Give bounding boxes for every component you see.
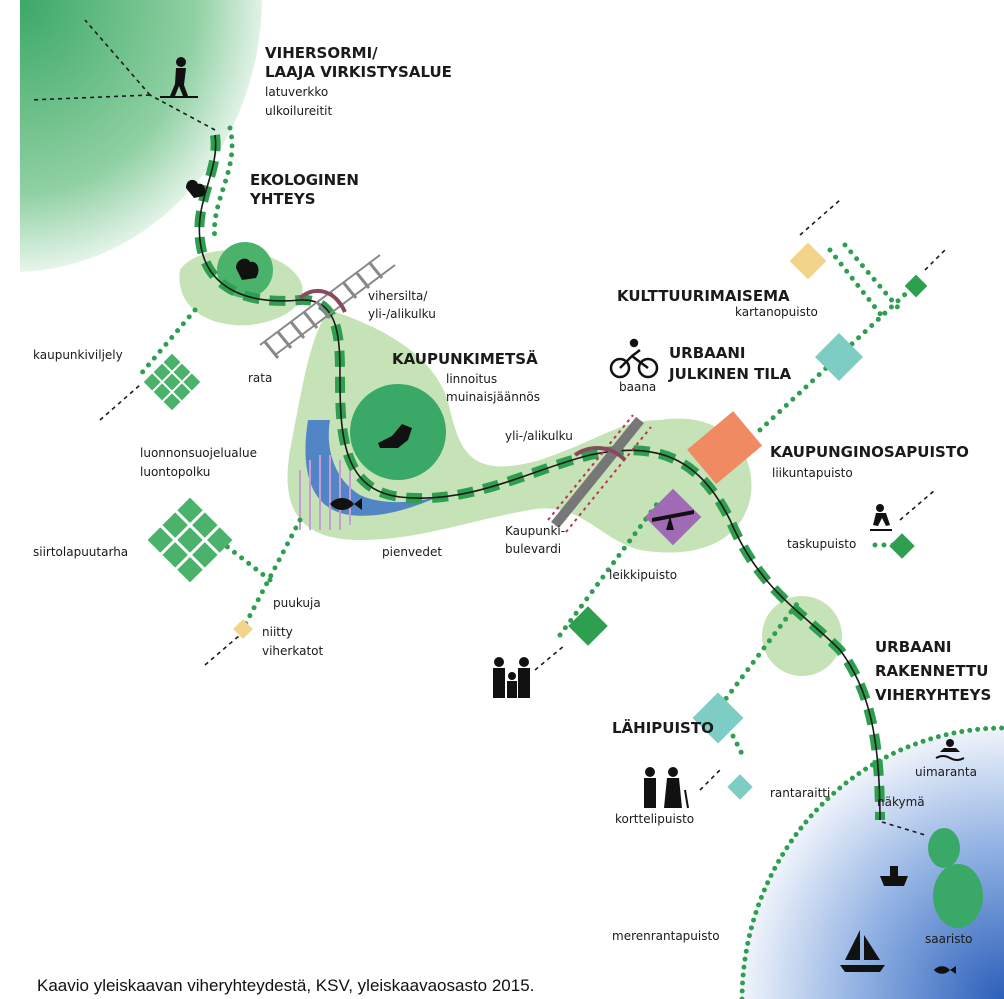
swimmer-icon xyxy=(935,739,965,761)
elderly-couple-icon xyxy=(644,767,689,809)
urbaani-rak-heading-1: URBAANI xyxy=(875,638,952,656)
side-route-dots xyxy=(211,125,235,243)
linnoitus-label: linnoitus xyxy=(446,372,497,386)
baana-label: baana xyxy=(619,380,656,394)
merenrantapuisto-label: merenrantapuisto xyxy=(612,929,720,943)
viherkatot-label: viherkatot xyxy=(262,644,323,658)
ekologinen-heading-1: EKOLOGINEN xyxy=(250,171,359,189)
taskupuisto-square xyxy=(889,533,915,559)
main-route-line xyxy=(198,134,881,821)
muinaisjaannos-label: muinaisjäännös xyxy=(446,390,540,404)
shore-dots xyxy=(739,725,1004,999)
urbaani-rak-heading-3: VIHERYHTEYS xyxy=(875,686,991,704)
boulevard xyxy=(547,414,652,533)
ulkoilureitit-label: ulkoilureitit xyxy=(265,104,333,118)
kaupunkiviljely-grid xyxy=(143,353,201,411)
siirtolapuutarha-label: siirtolapuutarha xyxy=(33,545,128,559)
cyclist-icon xyxy=(609,338,659,379)
ylialikulku-label: yli-/alikulku xyxy=(505,429,573,443)
kaupunginosapuisto-heading: KAUPUNGINOSAPUISTO xyxy=(770,443,969,461)
kaupunkimetsa-heading: KAUPUNKIMETSÄ xyxy=(392,349,538,368)
leikkipuisto-label: leikkipuisto xyxy=(609,568,677,582)
luontopolku-label: luontopolku xyxy=(140,465,210,479)
kaupunki-label-2: bulevardi xyxy=(505,542,561,556)
rata-label: rata xyxy=(248,371,272,385)
railway xyxy=(259,254,396,359)
vihersormi-heading-2: LAAJA VIRKISTYSALUE xyxy=(265,63,452,81)
kulttuurimaisema-heading: KULTTUURIMAISEMA xyxy=(617,287,790,305)
taskupuisto-label: taskupuisto xyxy=(787,537,856,551)
niitty-label: niitty xyxy=(262,625,293,639)
saaristo-label: saaristo xyxy=(925,932,973,946)
ekologinen-heading-2: YHTEYS xyxy=(249,190,316,208)
liikuntapuisto-field xyxy=(687,411,763,485)
siirtolapuutarha-grid xyxy=(147,497,233,583)
vihersilta-label-2: yli-/alikulku xyxy=(368,307,436,321)
liikuntapuisto-label: liikuntapuisto xyxy=(772,466,853,480)
fox-icon xyxy=(378,424,412,448)
pond xyxy=(305,420,450,516)
kartanopuisto-square xyxy=(789,242,827,280)
kartanopuisto-label: kartanopuisto xyxy=(735,305,818,319)
korttelipuisto-square xyxy=(727,774,753,800)
urbaani-heading-2: JULKINEN TILA xyxy=(668,365,791,383)
fish-icon-sea xyxy=(934,966,956,974)
squirrel-icon xyxy=(186,179,259,280)
lahipuisto-square xyxy=(692,692,744,744)
puukuja-label: puukuja xyxy=(273,596,321,610)
rantaraitti-label: rantaraitti xyxy=(770,786,830,800)
niitty-square xyxy=(233,619,253,639)
skateboarder-icon xyxy=(870,504,892,531)
uimaranta-label: uimaranta xyxy=(915,765,977,779)
hiker-icon xyxy=(160,57,198,98)
sailboat-icon xyxy=(840,930,885,972)
sea-area xyxy=(742,729,1004,999)
underpass-arc xyxy=(573,446,627,462)
kaupunkiviljely-label: kaupunkiviljely xyxy=(33,348,123,362)
arrows xyxy=(29,19,946,836)
bridge-arc xyxy=(298,288,347,313)
korttelipuisto-label: korttelipuisto xyxy=(615,812,694,826)
ship-icon xyxy=(880,866,908,886)
kartano-square-2 xyxy=(904,274,928,298)
urbaani-heading-1: URBAANI xyxy=(669,344,746,362)
nakyma-label: näkymä xyxy=(877,795,925,809)
fish-icon xyxy=(330,498,362,510)
family-square xyxy=(568,606,608,646)
island-small xyxy=(928,828,960,868)
lahipuisto-heading: LÄHIPUISTO xyxy=(612,718,714,737)
vihersormi-heading-1: VIHERSORMI/ xyxy=(265,44,378,62)
family-icon xyxy=(493,657,530,698)
recreation-area xyxy=(20,0,262,272)
kaupunki-label-1: Kaupunki- xyxy=(505,524,565,538)
teal-square-1 xyxy=(814,332,864,382)
pienvedet-label: pienvedet xyxy=(382,545,442,559)
figure-caption: Kaavio yleiskaavan viheryhteydestä, KSV,… xyxy=(37,976,535,995)
reed-lines xyxy=(299,455,351,530)
luonnonsuojelualue-label: luonnonsuojelualue xyxy=(140,446,257,460)
seesaw-icon xyxy=(652,510,694,530)
urbaani-rak-heading-2: RAKENNETTU xyxy=(875,662,988,680)
latuverkko-label: latuverkko xyxy=(265,85,328,99)
vihersilta-label-1: vihersilta/ xyxy=(368,289,428,303)
island-large xyxy=(933,864,983,928)
